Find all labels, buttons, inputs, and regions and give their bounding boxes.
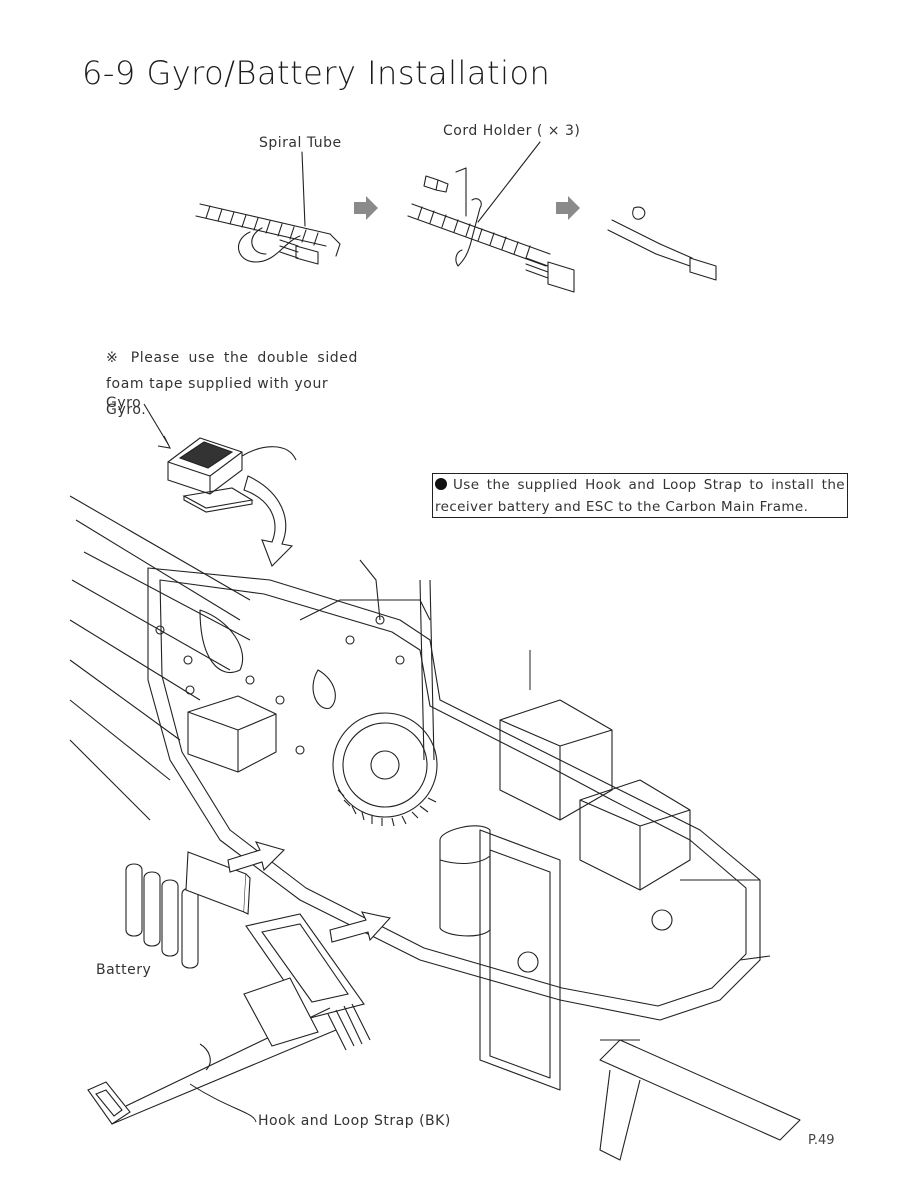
page-number: P.49: [808, 1133, 835, 1148]
gyro-tape-note-line2: foam tape supplied with your Gyro.: [106, 376, 329, 418]
page-title: 6-9 Gyro/Battery Installation: [82, 54, 551, 92]
strap-leader-line: [189, 1083, 257, 1123]
spiral-tube-label: Spiral Tube: [259, 135, 342, 151]
filled-circle-icon: [435, 478, 447, 490]
battery-label: Battery: [96, 962, 152, 978]
step2-cable-illustration: [407, 141, 575, 293]
gyro-tape-note-line1: ※ Please use the double sided: [106, 350, 358, 366]
step3-cable-illustration: [607, 206, 717, 281]
helicopter-frame-illustration: [69, 495, 801, 1161]
hook-loop-strap-label: Hook and Loop Strap (BK): [258, 1113, 451, 1129]
gyro-illustration: [143, 403, 297, 513]
gyro-label: Gyro: [106, 395, 142, 411]
insert-arrow-icon: [227, 841, 392, 943]
right-arrow-icon: [556, 196, 580, 220]
strap-instruction-box: Use the supplied Hook and Loop Strap to …: [432, 473, 848, 518]
right-arrow-icon: [354, 196, 378, 220]
strap-instruction-text1: Use the supplied Hook and Loop Strap to …: [453, 477, 845, 493]
step1-cable-illustration: [195, 151, 341, 265]
battery-illustration: [125, 851, 251, 969]
curved-arrow-icon: [243, 475, 294, 567]
strap-instruction-line1: Use the supplied Hook and Loop Strap to …: [435, 474, 845, 496]
gyro-tape-note: ※ Please use the double sided foam tape …: [106, 345, 358, 423]
strap-instruction-line2: receiver battery and ESC to the Carbon M…: [435, 499, 809, 515]
hook-loop-strap-illustration: [87, 977, 337, 1125]
cord-holder-label: Cord Holder ( × 3): [443, 123, 581, 139]
